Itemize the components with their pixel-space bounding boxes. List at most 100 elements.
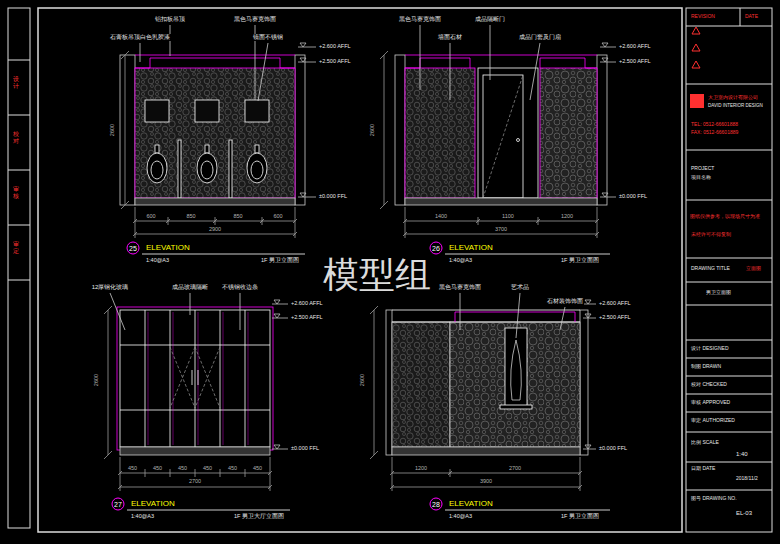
- field-value: 1:40: [735, 451, 749, 458]
- view-title: ELEVATION: [145, 243, 191, 252]
- elevation-25: [120, 25, 316, 254]
- callout-outline: [112, 498, 124, 510]
- scale-note: 1:40@A3: [130, 513, 155, 519]
- level-mark: ±0.000 FFL: [618, 193, 648, 199]
- watermark: 模型组: [322, 257, 432, 293]
- level-mark: ±0.000 FFL: [598, 445, 628, 451]
- elevation-27-part: [120, 447, 270, 455]
- material-note: 石材装饰饰面: [546, 298, 584, 305]
- elevation-27-part: [170, 347, 220, 408]
- sheet-frame-part: [38, 8, 682, 532]
- material-note: 黑色马赛克饰面: [398, 16, 442, 23]
- view-title: ELEVATION: [448, 499, 494, 508]
- elevation-26-part: [405, 198, 597, 205]
- dimension: 3700: [494, 226, 508, 232]
- elevation-25-part: [298, 43, 316, 197]
- revision-header: REVISION: [690, 14, 716, 20]
- elevation-25-part-part: [147, 153, 167, 183]
- dimension: 600: [145, 213, 156, 219]
- note: 未经许可不得复制: [690, 232, 732, 237]
- elevation-27-part: [110, 293, 240, 330]
- sign-off: 校对: [13, 131, 19, 144]
- material-note: 艺术品: [510, 284, 530, 291]
- elevation-25-part-part: [255, 145, 259, 153]
- elevation-26-part: [478, 68, 538, 198]
- material-note: 石膏板吊顶白色乳胶漆: [109, 34, 171, 41]
- elevation-27-part: [192, 370, 198, 385]
- callout-circle: 26: [429, 241, 443, 255]
- level-mark: ±0.000 FFL: [318, 193, 348, 199]
- dimension: 850: [185, 213, 196, 219]
- elevation-25-part: [133, 207, 297, 238]
- elevation-25-part-part: [205, 145, 209, 153]
- dimension: 450: [152, 465, 163, 471]
- callout-number: 26: [429, 245, 443, 252]
- material-note: 黑色马赛克饰面: [438, 284, 482, 291]
- material-note: 成品玻璃隔断: [171, 284, 209, 291]
- field-label: 日期 DATE: [690, 466, 716, 472]
- elevation-27-part: [118, 457, 272, 491]
- field-value: 项目名称: [690, 175, 712, 181]
- note: 图纸仅供参考，以现场尺寸为准: [689, 214, 761, 219]
- elevation-26-part: [403, 207, 599, 238]
- elevation-28-part: [450, 322, 580, 447]
- view-name: 1F 男卫立面图: [560, 513, 600, 519]
- elevation-26-part: [483, 75, 523, 198]
- field-label: DRAWING TITLE: [690, 266, 731, 272]
- elevation-28-part: [445, 510, 610, 511]
- dimension: 1400: [434, 213, 448, 219]
- elevation-27: [104, 293, 290, 510]
- elevation-26-part: [517, 139, 520, 142]
- elevation-28-part: [392, 310, 580, 322]
- elevation-27-part: [120, 310, 270, 447]
- elevation-28-part: [386, 310, 392, 455]
- callout-outline: [127, 242, 139, 254]
- field-label: 校对 CHECKED: [690, 382, 728, 388]
- elevation-25-part-part: [155, 145, 159, 153]
- material-note: 黑色马赛克饰面: [233, 16, 277, 23]
- dimension: 2600: [93, 373, 99, 387]
- field-label: 比例 SCALE: [690, 440, 720, 446]
- elevation-25-part-part: [151, 161, 163, 179]
- elevation-27-part: [127, 510, 290, 511]
- view-name: 1F 男卫大厅立面图: [233, 513, 285, 519]
- elevation-26-part: [405, 68, 475, 198]
- field-value: 男卫立面图: [705, 290, 732, 296]
- elevation-28-part: [511, 340, 522, 400]
- field-label: PROJECT: [690, 166, 715, 172]
- elevation-25-part-part: [247, 153, 267, 183]
- revision-header: DATE: [744, 14, 759, 20]
- elevation-26-part: [597, 55, 607, 205]
- dimension: 2900: [208, 226, 222, 232]
- elevation-25-part-part: [197, 153, 217, 183]
- material-note: 镜面不锈钢: [252, 34, 284, 41]
- elevation-25-part: [295, 55, 305, 205]
- company-name: 大卫室内设计有限公司: [707, 95, 759, 101]
- elevation-26-part: [380, 51, 388, 209]
- material-note: 12厚钢化玻璃: [91, 284, 130, 291]
- level-mark: +2.500 AFFL: [598, 314, 632, 320]
- field-label: 设计 DESIGNED: [690, 346, 730, 352]
- callout-number: 27: [111, 501, 125, 508]
- elevation-28-part: [580, 310, 588, 455]
- elevation-26-part: [395, 55, 405, 205]
- elevation-25-part: [147, 145, 267, 183]
- callout-number: 25: [126, 245, 140, 252]
- elevation-27-part: [148, 312, 248, 445]
- material-note: 墙面石材: [437, 34, 463, 41]
- scale-note: 1:40@A3: [145, 257, 170, 263]
- contact: FAX: 0512-66601889: [690, 130, 739, 136]
- elevation-26-part: [600, 43, 616, 197]
- elevation-28-part: [505, 328, 527, 408]
- view-name: 1F 男卫立面图: [260, 257, 300, 263]
- level-mark: +2.600 AFFL: [290, 300, 324, 306]
- sheet-frame-part: [8, 8, 30, 528]
- dimension: 850: [232, 213, 243, 219]
- elevation-27-part: [117, 307, 273, 450]
- level-mark: +2.500 AFFL: [618, 58, 652, 64]
- material-note: 不锈钢收边条: [221, 284, 259, 291]
- field-value: 立面图: [745, 266, 762, 272]
- dimension: 2700: [188, 478, 202, 484]
- elevation-25-part: [142, 254, 305, 255]
- sign-off: 设计: [13, 76, 19, 89]
